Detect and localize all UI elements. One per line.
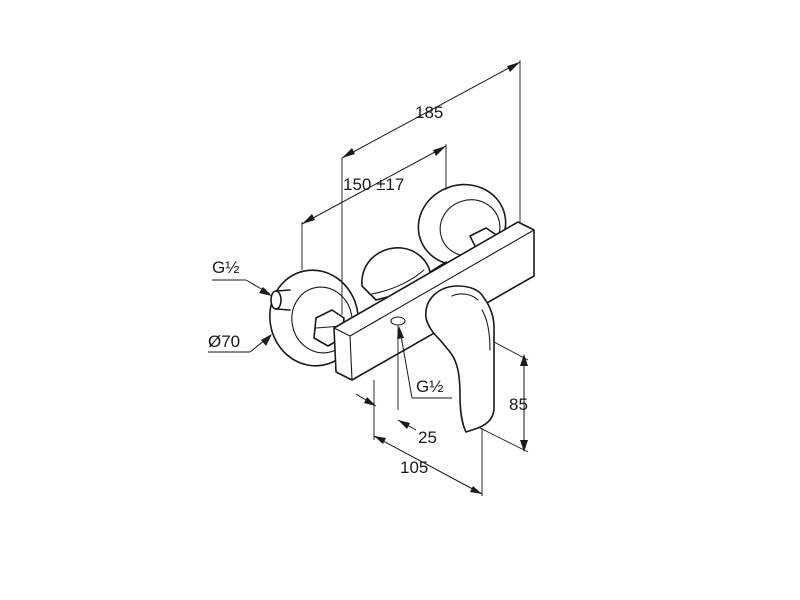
inlet-stub xyxy=(270,289,291,311)
dim-thread-left: G½ xyxy=(212,258,272,296)
dim-outlet-offset: 25 xyxy=(355,380,437,447)
dim-overall-width: 185 xyxy=(341,60,521,315)
dim-overall-width-label: 185 xyxy=(415,103,443,122)
dim-rosette-diameter-label: Ø70 xyxy=(208,332,240,351)
dim-rosette-diameter: Ø70 xyxy=(208,332,272,353)
dim-outlet-offset-label: 25 xyxy=(418,428,437,447)
dim-thread-left-label: G½ xyxy=(212,258,239,277)
dimension-lines: 185 150 ±17 G½ Ø70 xyxy=(208,60,529,496)
mixer-body-drawing xyxy=(269,183,535,433)
dim-depth: 105 xyxy=(373,428,483,496)
dim-lever-height-label: 85 xyxy=(509,395,528,414)
dim-thread-outlet: G½ xyxy=(397,325,452,410)
dim-lever-height: 85 xyxy=(479,341,529,453)
dim-centers-label: 150 ±17 xyxy=(343,175,404,194)
lever-handle xyxy=(425,285,495,433)
dim-depth-label: 105 xyxy=(400,458,428,477)
dim-thread-outlet-label: G½ xyxy=(416,377,443,396)
dim-centers: 150 ±17 xyxy=(301,144,447,270)
